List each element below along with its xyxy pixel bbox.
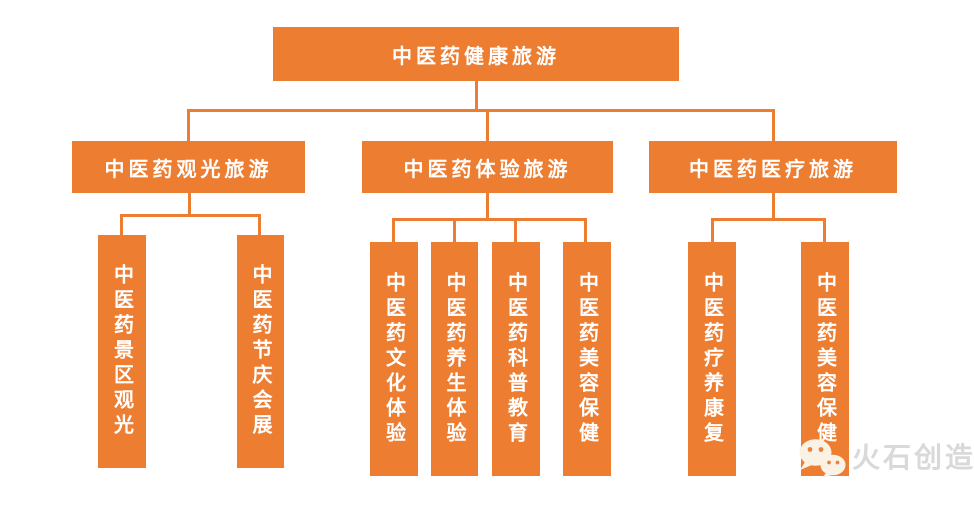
leaf-node-scenic-area-sightseeing: 中医药景区观光 <box>98 235 146 468</box>
leaf-node-culture-experience: 中医药文化体验 <box>370 242 418 476</box>
watermark-text: 火石创造 <box>852 442 974 473</box>
leaf-node-recuperation-rehabilitation: 中医药疗养康复 <box>688 242 736 476</box>
leaf-node-science-education: 中医药科普教育 <box>492 242 540 476</box>
connector-line <box>486 193 489 220</box>
connector-line <box>188 193 191 216</box>
root-node: 中医药健康旅游 <box>273 27 679 81</box>
leaf-node-festival-exhibition: 中医药节庆会展 <box>237 235 284 468</box>
connector-line <box>187 109 775 112</box>
watermark: 火石创造 <box>798 438 974 478</box>
leaf-node-wellness-experience: 中医药养生体验 <box>431 242 478 476</box>
connector-line <box>514 218 517 242</box>
connector-line <box>392 218 395 242</box>
connector-line <box>711 218 714 242</box>
branch-node-experience-tourism: 中医药体验旅游 <box>362 141 613 193</box>
connector-line <box>486 109 489 141</box>
connector-line <box>711 218 826 221</box>
connector-line <box>772 193 775 220</box>
branch-node-medical-tourism: 中医药医疗旅游 <box>649 141 897 193</box>
leaf-node-beauty-healthcare-medical: 中医药美容保健 <box>801 242 849 476</box>
connector-line <box>453 218 456 242</box>
connector-line <box>475 81 478 111</box>
connector-line <box>584 218 587 242</box>
leaf-node-beauty-healthcare: 中医药美容保健 <box>563 242 611 476</box>
wechat-icon <box>799 439 846 478</box>
connector-line <box>392 218 587 221</box>
connector-line <box>120 214 123 235</box>
connector-line <box>772 109 775 141</box>
connector-line <box>187 109 190 141</box>
branch-node-sightseeing-tourism: 中医药观光旅游 <box>72 141 305 193</box>
connector-line <box>823 218 826 242</box>
connector-line <box>120 214 261 217</box>
connector-line <box>258 214 261 235</box>
